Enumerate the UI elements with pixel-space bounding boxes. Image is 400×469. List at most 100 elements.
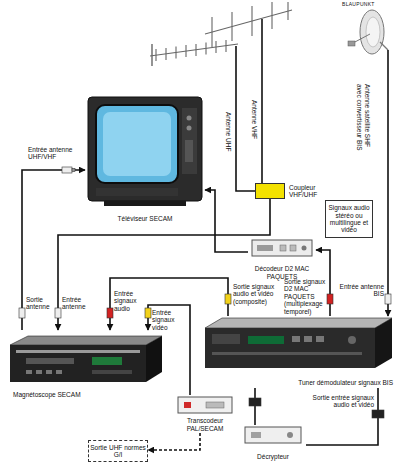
port-label: Sortie signaux audio et vidéo (composite… [233,283,279,305]
tuner-button [292,336,300,342]
decoder-body [252,240,312,256]
video-plug [225,294,231,304]
port-label: Entrée signaux vidéo [152,309,186,331]
tv-control-panel [182,108,197,174]
antenna-element [225,40,226,52]
tuner-illustration [205,318,392,368]
signal-connector [148,305,190,395]
node-caption: Magnétoscope SECAM [13,391,81,398]
vcr-illustration [10,336,162,382]
vcr-trim [16,350,140,353]
vcr-top [10,336,162,345]
tuner-device: Tuner démodulateur signaux BIS [203,316,395,388]
port-label: Entrée signaux audio [114,290,144,312]
decoder-button [290,245,296,251]
antenna-element [195,44,196,56]
antenna-element [205,43,206,55]
vcr-display [92,357,122,365]
vcr-cassette-slot [26,358,74,364]
tuner-front [205,328,375,368]
tv-knob [187,126,192,131]
signal-plug [327,294,333,304]
antenna-boom [150,44,238,56]
decrypter-knob [287,432,293,438]
transcoder-indicator [184,402,191,408]
signal-connector [148,433,200,450]
tuner-knob [348,336,356,344]
antenna-element [155,49,156,61]
antenna-element [251,6,252,36]
dish-mount [380,42,388,50]
connector-layer [22,170,378,450]
node-caption: Transcodeur PAL/SECAM [172,417,238,432]
antenna-element [231,12,232,41]
brand-label: BLAUPUNKT [342,2,375,8]
antenna-cables [236,19,388,316]
tv-screen-glow [103,112,171,176]
vcr-control-strip [92,370,132,374]
antenna-element [165,48,166,60]
transcoder-device: Transcodeur PAL/SECAM [172,395,238,433]
decrypter-body [245,427,301,443]
tv-set: Téléviseur SECAM [85,95,205,223]
tv-knob [187,116,192,121]
cable-label: Antenne VHF [251,100,258,139]
scart-plug [249,398,261,406]
port-label: Entrée antenne UHF/VHF [28,146,80,161]
node-caption: Décodeur D2 MAC PAQUETS [248,265,316,280]
antenna-element [175,47,176,59]
port-label: Sortie signaux D2 MAC PAQUETS (multiplex… [284,278,328,315]
decoder-display [257,245,273,251]
port-label: Entrée antenne [62,296,96,311]
tuner-button [304,336,312,342]
dish-inner [366,17,380,47]
transcoder-illustration [178,397,232,413]
signal-note-box: Signaux audio stéréo ou multilingue et v… [325,200,373,238]
signal-connector [306,388,378,445]
port-label: Sortie entrée signaux audio et vidéo [312,394,374,409]
tuner-button [316,336,324,342]
vcr-side [146,336,162,382]
video-plug [145,308,151,318]
antenna-element [185,45,186,57]
tv-stand [104,201,186,206]
port-label: Entrée antenne BIS [338,283,384,298]
coupler-box: Coupleur VHF/UHF [255,183,285,199]
decoder-illustration [252,240,312,256]
vcr-button [56,370,62,374]
signal-connector [254,388,256,425]
transcoder-switch [206,402,224,408]
antenna-boom [205,10,292,34]
antenna-plug [55,308,61,318]
audio-plug [107,308,113,318]
scart-plug [372,410,384,418]
antenna-plug [385,294,391,304]
plug-tip [72,169,75,172]
uhf-antenna [150,40,238,66]
cable-label: Antenne UHF [225,112,232,151]
decrypter-slot [251,432,261,438]
tuner-top [205,318,392,328]
decoder-button [280,245,286,251]
decoder-knob [302,246,307,251]
vcr-button [46,370,52,374]
vhf-antenna [205,2,292,47]
node-caption: Signaux audio stéréo ou multilingue et v… [326,204,372,234]
tv-screen [96,105,178,183]
lnb-converter [348,41,355,46]
antenna-element [271,2,272,29]
tv-speaker [185,140,193,162]
node-caption: Coupleur VHF/UHF [289,184,327,199]
vcr-button [36,370,42,374]
tv-bezel [96,188,178,196]
signal-connector [205,190,248,252]
antenna-plug [62,167,72,173]
antenna-element [215,41,216,53]
antenna-reflector [151,44,152,66]
node-caption: Téléviseur SECAM [85,215,205,222]
vcr-button [26,370,32,374]
vhf-cable [261,19,263,183]
transcoder-body [178,397,232,413]
decrypter-device: Décrypteur [240,425,306,461]
